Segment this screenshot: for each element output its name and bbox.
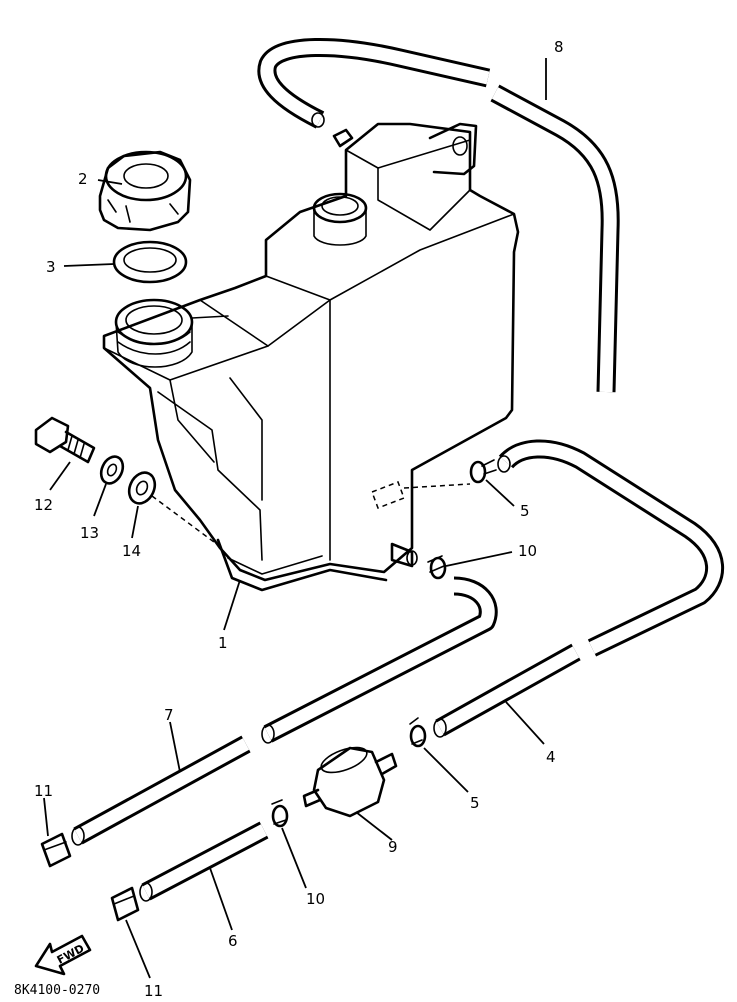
callout-11-lower: 11 [144, 982, 163, 1000]
bolt-12 [34, 416, 96, 464]
callout-13: 13 [80, 524, 99, 542]
hose-7-upper [261, 576, 498, 744]
callout-2: 2 [78, 170, 88, 188]
valve-9 [302, 746, 398, 818]
hose-clip-10-lower [271, 799, 289, 828]
hose-4-upper [497, 439, 724, 657]
callouts: 1 2 3 4 5 5 6 7 8 9 10 10 11 11 12 13 14 [34, 38, 564, 1000]
gasket-3 [112, 240, 188, 284]
callout-5-lower: 5 [470, 794, 480, 812]
callout-10-upper: 10 [518, 542, 537, 560]
overflow-hose-8 [257, 37, 620, 393]
hose-4 [433, 643, 581, 738]
reservoir-tank-1 [102, 122, 520, 592]
hose-clamp-11-lower [110, 886, 140, 922]
callout-8: 8 [554, 38, 564, 56]
callout-1: 1 [218, 634, 228, 652]
callout-5-upper: 5 [520, 502, 530, 520]
callout-4: 4 [546, 748, 556, 766]
forward-arrow-icon: FWD [34, 934, 92, 976]
callout-11-upper: 11 [34, 782, 53, 800]
callout-9: 9 [388, 838, 398, 856]
callout-7: 7 [164, 706, 174, 724]
grommet-14 [127, 471, 157, 505]
callout-14: 14 [122, 542, 141, 560]
hose-6 [139, 821, 269, 902]
leader-lines [43, 58, 547, 979]
washer-13 [99, 455, 125, 485]
callout-6: 6 [228, 932, 238, 950]
callout-10-lower: 10 [306, 890, 325, 908]
hose-clamp-11-upper [40, 832, 72, 868]
hose-clip-5-lower [409, 717, 427, 748]
hose-7 [71, 735, 251, 846]
hose-clip-10-upper [427, 555, 447, 580]
callout-12: 12 [34, 496, 53, 514]
reservoir-cap-2 [98, 150, 192, 232]
callout-3: 3 [46, 258, 56, 276]
hose-clip-5-upper [469, 459, 497, 484]
drawing-code: 8K4100-0270 [14, 983, 100, 998]
forward-arrow-label: FWD [55, 942, 87, 967]
mount-line [151, 495, 223, 549]
